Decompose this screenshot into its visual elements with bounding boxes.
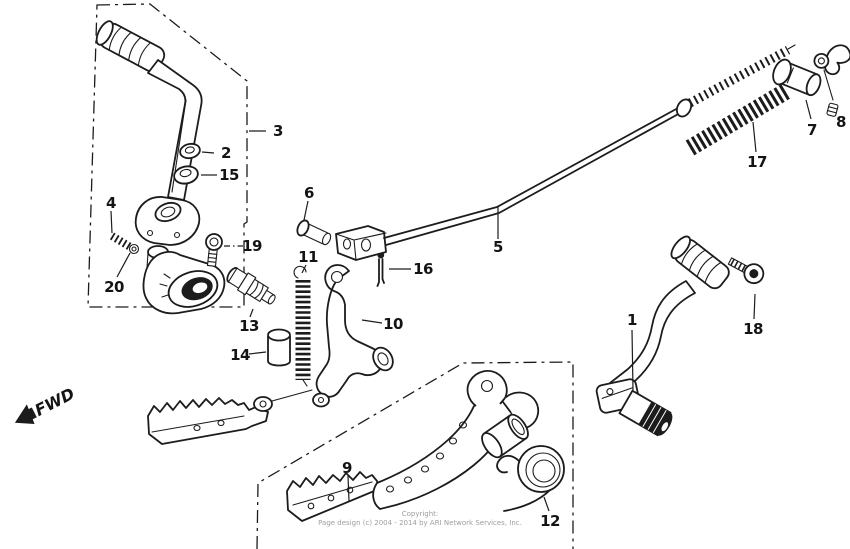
callout-12: 12 — [540, 512, 560, 530]
callout-14: 14 — [230, 346, 250, 364]
spring-part-11 — [293, 265, 311, 387]
callout-17: 17 — [747, 153, 767, 171]
wing-nut-part-8 — [813, 44, 850, 117]
callout-7: 7 — [807, 121, 817, 139]
callout-3: 3 — [273, 122, 283, 140]
brake-pedal-dashed-box — [256, 361, 574, 549]
kick-starter-lever — [95, 20, 203, 246]
brake-pedal-arm-left — [147, 389, 313, 445]
joint-part-13 — [226, 267, 276, 305]
callout-6: 6 — [304, 184, 314, 202]
fwd-arrowhead — [14, 404, 35, 424]
callout-19: 19 — [242, 237, 262, 255]
callout-10: 10 — [383, 315, 403, 333]
kick-starter-dashed-box — [87, 3, 248, 308]
callout-11: 11 — [298, 248, 318, 266]
spring-part-4 — [109, 232, 135, 252]
spring-part-17 — [685, 82, 793, 156]
fwd-label: FWD — [32, 384, 78, 420]
callout-5: 5 — [493, 238, 503, 256]
rod-threaded-end — [675, 44, 796, 118]
callout-2: 2 — [221, 144, 231, 162]
fwd-arrow: FWD — [14, 384, 78, 424]
callout-16: 16 — [413, 260, 433, 278]
kick-starter-knuckle — [142, 245, 226, 315]
rod-clevis-joint — [335, 225, 387, 261]
copyright-notice: Copyright: Page design (c) 2004 - 2014 b… — [305, 510, 535, 528]
copyright-line2: Page design (c) 2004 - 2014 by ARI Netwo… — [318, 519, 522, 527]
gearshift-pedal-part-1 — [595, 235, 730, 437]
torsion-spring-part-12 — [496, 445, 565, 512]
callout-leader-lines — [110, 99, 812, 512]
callout-4: 4 — [106, 194, 116, 212]
brake-arm-part-10 — [312, 264, 394, 408]
cotter-pin-part-16 — [376, 251, 385, 287]
callout-13: 13 — [239, 317, 259, 335]
bushing-part-14 — [267, 328, 291, 367]
bolt-part-19 — [205, 233, 223, 267]
washer-part-15 — [173, 165, 199, 185]
washer-part-2 — [179, 142, 201, 160]
callout-20: 20 — [104, 278, 124, 296]
trunnion-part-7 — [772, 58, 822, 97]
bolt-part-18 — [727, 257, 765, 285]
brake-pedal-part-9 — [286, 370, 540, 522]
brake-rod-part-5 — [383, 101, 692, 246]
callout-1: 1 — [627, 311, 637, 329]
copyright-line1: Copyright: — [401, 510, 439, 518]
ring-part-20 — [128, 243, 140, 255]
pin-part-6 — [296, 219, 332, 246]
callout-18: 18 — [743, 320, 763, 338]
callout-15: 15 — [219, 166, 239, 184]
callout-8: 8 — [836, 113, 846, 131]
callout-9: 9 — [342, 459, 352, 477]
